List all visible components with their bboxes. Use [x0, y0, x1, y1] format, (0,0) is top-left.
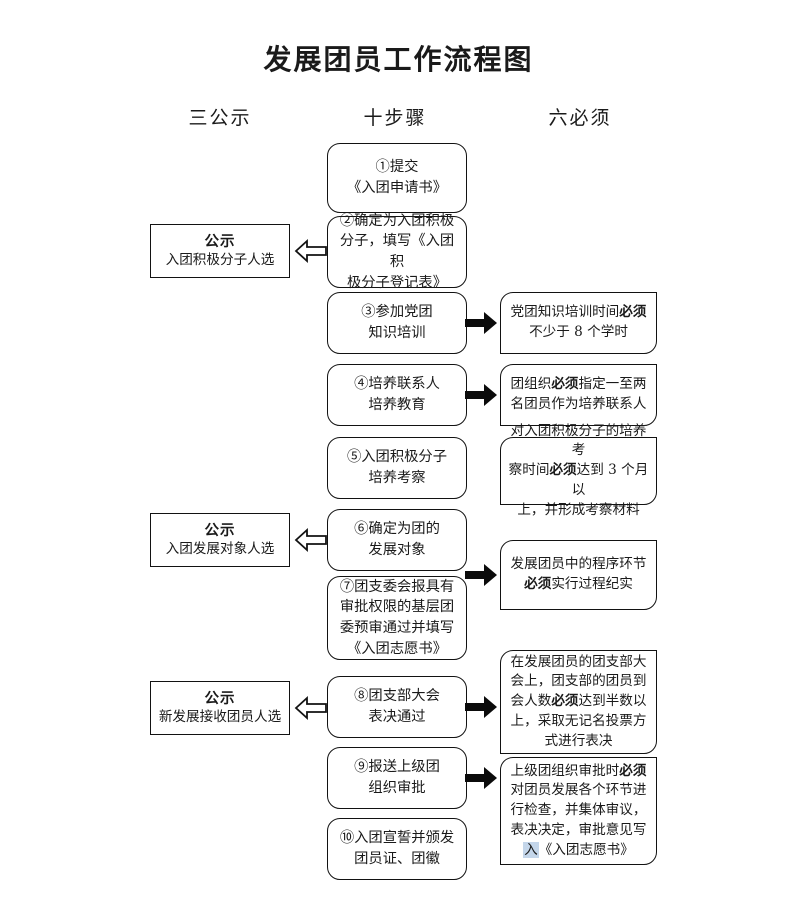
- notice-box-3[interactable]: 公示 新发展接收团员人选: [150, 681, 290, 735]
- column-header-right: 六必须: [548, 107, 612, 129]
- column-header-left: 三公示: [188, 107, 252, 129]
- step-line: 知识培训: [368, 325, 426, 341]
- requirement-line: 会上，团支部的团员到: [510, 673, 647, 690]
- requirement-line: 名团员作为培养联系人: [510, 396, 647, 412]
- requirement-line: 式进行表决: [544, 732, 613, 749]
- requirement-text: 党团知识培训时间必须不少于 8 个学时: [508, 303, 649, 342]
- notice-title: 公示: [204, 689, 236, 707]
- requirement-line: 上，采取无记名投票方: [510, 712, 647, 729]
- step-line: 审批权限的基层团: [339, 599, 455, 616]
- requirement-line: 党团知识培训时间必须: [510, 304, 647, 321]
- arrow-left-icon: [294, 238, 328, 264]
- requirement-line: 必须实行过程纪实: [524, 576, 633, 592]
- step-line: ④培养联系人: [354, 376, 440, 393]
- step-line: ⑨报送上级团: [354, 759, 440, 776]
- step-line: 《入团志愿书》: [346, 640, 448, 657]
- requirement-line: 察时间必须达到 3 个月以: [508, 462, 649, 498]
- step-line: ②确定为入团积极: [339, 212, 455, 229]
- requirement-line: 上级团组织审批时必须: [510, 762, 647, 779]
- step-line: ⑥确定为团的: [354, 521, 440, 538]
- step-box-1[interactable]: ①提交 《入团申请书》: [327, 143, 467, 213]
- requirement-line: 对入团积极分子的培养考: [510, 422, 647, 459]
- page-title: 发展团员工作流程图: [263, 43, 534, 76]
- step-box-10[interactable]: ⑩入团宣誓并颁发 团员证、团徽: [327, 818, 467, 880]
- step-box-5[interactable]: ⑤入团积极分子 培养考察: [327, 437, 467, 499]
- arrow-right-icon: [464, 765, 498, 791]
- requirement-line: 对团员发展各个环节进: [510, 782, 647, 799]
- notice-title: 公示: [204, 521, 236, 539]
- step-box-4[interactable]: ④培养联系人 培养教育: [327, 364, 467, 426]
- notice-subject: 入团发展对象人选: [165, 540, 275, 557]
- step-line: ⑦团支委会报具有: [339, 578, 455, 595]
- requirement-line: 不少于 8 个学时: [529, 324, 628, 340]
- requirement-box-4[interactable]: 发展团员中的程序环节必须实行过程纪实: [500, 540, 657, 610]
- arrow-left-icon: [294, 527, 328, 553]
- step-line: 委预审通过并填写: [339, 620, 455, 636]
- notice-box-2[interactable]: 公示 入团发展对象人选: [150, 513, 290, 567]
- step-line: ①提交: [375, 159, 419, 176]
- step-line: 极分子登记表》: [346, 274, 448, 291]
- column-header-center: 十步骤: [363, 107, 427, 129]
- requirement-line: 团组织必须指定一至两: [510, 376, 647, 393]
- notice-title: 公示: [204, 232, 236, 250]
- step-box-7[interactable]: ⑦团支委会报具有 审批权限的基层团 委预审通过并填写 《入团志愿书》: [327, 576, 467, 660]
- requirement-line: 行检查，并集体审议，: [510, 802, 647, 819]
- step-line: 培养考察: [368, 470, 426, 486]
- notice-box-1[interactable]: 公示 入团积极分子人选: [150, 224, 290, 278]
- arrow-right-icon: [464, 310, 498, 336]
- requirement-line: 发展团员中的程序环节: [510, 556, 647, 573]
- requirement-box-5[interactable]: 在发展团员的团支部大会上，团支部的团员到会人数必须达到半数以上，采取无记名投票方…: [500, 650, 657, 754]
- requirement-box-2[interactable]: 团组织必须指定一至两名团员作为培养联系人: [500, 364, 657, 426]
- notice-subject: 新发展接收团员人选: [158, 708, 282, 725]
- requirement-line: 会人数必须达到半数以: [510, 693, 647, 710]
- step-line: 表决通过: [368, 709, 426, 725]
- requirement-line: 在发展团员的团支部大: [510, 653, 647, 670]
- requirement-text: 上级团组织审批时必须对团员发展各个环节进行检查，并集体审议， 表决决定，审批意见写…: [508, 762, 649, 861]
- requirement-text: 发展团员中的程序环节必须实行过程纪实: [508, 555, 649, 594]
- arrow-left-icon: [294, 695, 328, 721]
- step-line: 组织审批: [368, 780, 426, 796]
- requirement-text: 团组织必须指定一至两名团员作为培养联系人: [508, 375, 649, 414]
- step-line: ⑤入团积极分子: [346, 449, 448, 466]
- step-line: 分子，填写《入团积: [339, 233, 455, 270]
- requirement-box-1[interactable]: 党团知识培训时间必须不少于 8 个学时: [500, 292, 657, 354]
- arrow-right-icon: [464, 694, 498, 720]
- step-line: ⑩入团宣誓并颁发: [339, 830, 455, 847]
- requirement-text: 对入团积极分子的培养考察时间必须达到 3 个月以上，并形成考察材料: [508, 422, 649, 521]
- step-line: 团员证、团徽: [354, 851, 440, 867]
- step-line: 发展对象: [368, 542, 426, 558]
- requirement-line: 表决决定，审批意见写: [510, 821, 647, 838]
- step-line: ⑧团支部大会: [354, 688, 440, 705]
- step-line: 培养教育: [368, 397, 426, 413]
- notice-subject: 入团积极分子人选: [165, 251, 275, 268]
- requirement-text: 在发展团员的团支部大会上，团支部的团员到会人数必须达到半数以上，采取无记名投票方…: [508, 653, 649, 752]
- step-box-6[interactable]: ⑥确定为团的 发展对象: [327, 509, 467, 571]
- requirement-line: 上，并形成考察材料: [517, 501, 640, 518]
- step-line: 《入团申请书》: [346, 180, 448, 196]
- requirement-box-3[interactable]: 对入团积极分子的培养考察时间必须达到 3 个月以上，并形成考察材料: [500, 423, 657, 518]
- arrow-right-icon: [464, 562, 498, 588]
- step-box-8[interactable]: ⑧团支部大会 表决通过: [327, 676, 467, 738]
- requirement-box-6[interactable]: 上级团组织审批时必须对团员发展各个环节进行检查，并集体审议， 表决决定，审批意见写…: [500, 757, 657, 865]
- step-box-3[interactable]: ③参加党团 知识培训: [327, 292, 467, 354]
- step-box-9[interactable]: ⑨报送上级团 组织审批: [327, 747, 467, 809]
- step-line: ③参加党团: [361, 304, 433, 321]
- step-box-2[interactable]: ②确定为入团积极 分子，填写《入团积 极分子登记表》: [327, 213, 467, 291]
- requirement-line: 入《入团志愿书》: [523, 841, 634, 858]
- arrow-right-icon: [464, 382, 498, 408]
